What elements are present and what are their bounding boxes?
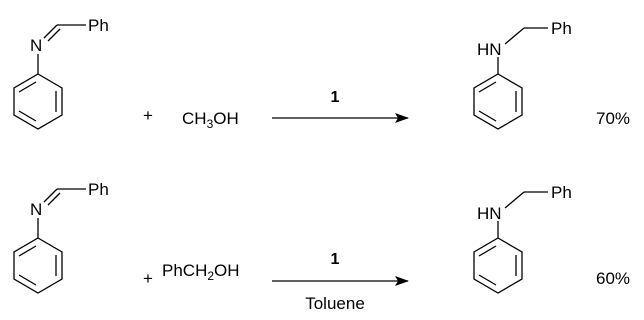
phenyl-label: Ph <box>88 16 109 35</box>
benzene-ring <box>13 237 63 294</box>
reaction-2: N Ph + PhCH2OH 1 Toluene HN Ph 60% <box>13 180 630 313</box>
catalyst-label: 1 <box>331 251 340 268</box>
benzene-ring <box>13 73 63 130</box>
n-ch2-bond <box>504 191 525 209</box>
phenyl-label: Ph <box>551 183 572 202</box>
amine-nh-label: HN <box>477 40 502 59</box>
c-n-double-bond-inner <box>47 192 61 206</box>
c-n-double-bond-inner <box>47 28 61 42</box>
imine-reactant-1: N Ph <box>13 16 109 130</box>
nitrogen-label: N <box>30 36 42 55</box>
reagent-benzyl-alcohol: PhCH2OH <box>162 261 240 283</box>
nitrogen-label: N <box>30 200 42 219</box>
reaction-1: N Ph + CH3OH 1 HN Ph 70% <box>13 16 630 131</box>
c-n-double-bond <box>43 24 58 39</box>
amine-product-2: HN Ph <box>473 183 572 294</box>
phenyl-label: Ph <box>551 19 572 38</box>
benzene-ring <box>473 237 523 294</box>
yield-label: 60% <box>596 269 630 288</box>
reagent-methanol: CH3OH <box>182 109 239 131</box>
benzene-ring <box>473 73 523 130</box>
catalyst-label: 1 <box>331 89 340 106</box>
amine-product-1: HN Ph <box>473 19 572 130</box>
solvent-label: Toluene <box>305 294 365 313</box>
n-ch2-bond <box>504 27 525 45</box>
amine-nh-label: HN <box>477 204 502 223</box>
c-n-double-bond <box>43 188 58 203</box>
imine-reactant-2: N Ph <box>13 180 109 294</box>
yield-label: 70% <box>596 109 630 128</box>
plus-sign: + <box>143 106 153 125</box>
phenyl-label: Ph <box>88 180 109 199</box>
plus-sign: + <box>143 269 153 288</box>
